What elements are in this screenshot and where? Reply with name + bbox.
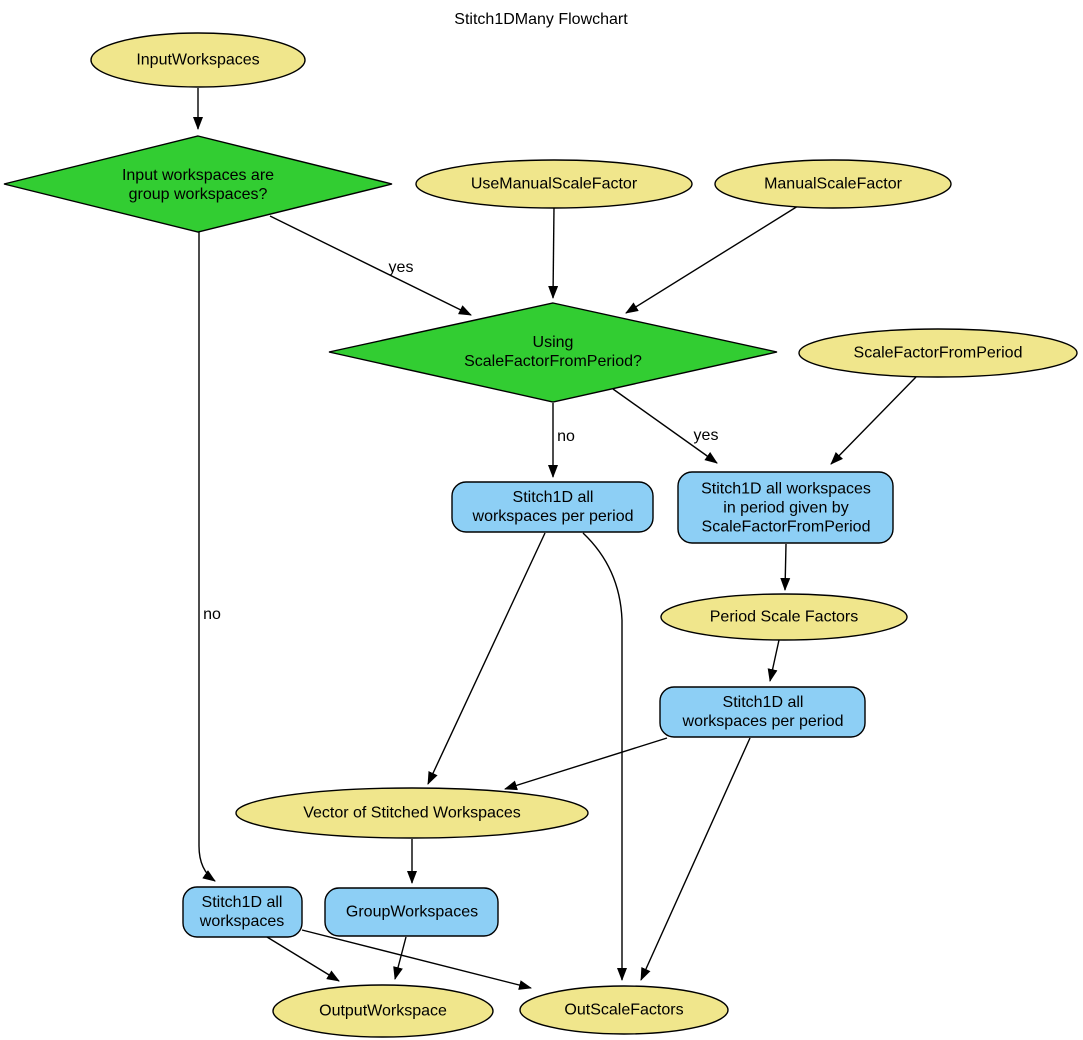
edge-stitch-per-period2-to-vector [504,737,668,791]
edge-period-decision-yes-to-stitch-in-period [612,388,718,464]
node-group-decision [3,135,393,233]
label-outscalefactors: OutScaleFactors [564,1001,684,1019]
label-outputworkspace: OutputWorkspace [319,1002,447,1020]
node-usemanualscalefactor [415,159,693,209]
edge-label-period-no: no [557,428,575,445]
label-period-decision: Using ScaleFactorFromPeriod? [464,334,642,370]
edge-period-scale-factors-to-stitch-per-period2 [767,639,780,682]
label-scalefactorfromperiod: ScaleFactorFromPeriod [853,344,1023,362]
edge-stitch-per-period-to-outscalefactors [582,532,627,981]
page-title: Stitch1DMany Flowchart [454,11,628,28]
label-groupworkspaces: GroupWorkspaces [345,903,479,921]
edge-manualscalefactor-to-period-decision [625,205,799,314]
label-group-decision: Input workspaces are group workspaces? [121,167,275,203]
node-period-decision [328,302,778,403]
edge-label-group-yes: yes [388,259,414,276]
label-stitch-per-period: Stitch1D all workspaces per period [472,489,634,525]
node-period-scale-factors [660,593,908,641]
edge-stitch-all-to-outscalefactors [301,929,532,990]
edge-group-decision-no-to-stitch-all [198,231,216,882]
node-groupworkspaces [324,887,499,937]
node-outputworkspace [272,984,494,1038]
edge-label-period-yes: yes [693,427,719,444]
edge-stitch-per-period-to-vector [427,532,546,785]
node-stitch-per-period [451,481,654,533]
node-scalefactorfromperiod [798,328,1078,378]
label-vector-stitched: Vector of Stitched Workspaces [303,804,521,822]
node-inputworkspaces [90,32,306,88]
node-stitch-in-period [677,471,894,544]
edge-stitch-per-period2-to-outscalefactors [640,737,751,981]
label-stitch-per-period2: Stitch1D all workspaces per period [682,694,844,730]
edge-usemanualscalefactor-to-period-decision [548,206,559,299]
node-vector-stitched [235,787,589,839]
label-manualscalefactor: ManualScaleFactor [764,175,902,193]
edge-scalefactorfromperiod-to-stitch-in-period [830,376,917,465]
edge-stitch-all-to-outputworkspace [266,936,340,982]
edge-label-group-no: no [203,606,221,623]
edge-stitch-in-period-to-period-scale-factors [780,543,791,591]
label-stitch-all: Stitch1D all workspaces [199,894,285,930]
label-period-scale-factors: Period Scale Factors [709,608,859,626]
edge-groupworkspaces-to-outputworkspace [393,936,407,980]
node-outscalefactors [519,985,729,1035]
node-stitch-per-period2 [659,686,866,738]
node-stitch-all [182,886,303,938]
label-inputworkspaces: InputWorkspaces [136,51,260,69]
node-manualscalefactor [714,159,952,209]
label-usemanualscalefactor: UseManualScaleFactor [470,175,638,193]
label-stitch-in-period: Stitch1D all workspaces in period given … [701,480,871,536]
edge-group-decision-yes-to-period-decision [269,215,472,316]
